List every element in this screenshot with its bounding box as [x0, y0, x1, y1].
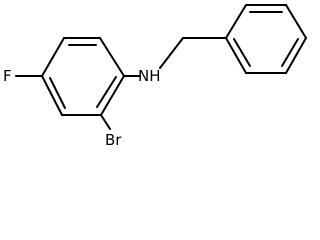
bromine-label: Br	[105, 131, 122, 149]
phenyl-ring	[225, 4, 307, 74]
ring2-bond	[285, 37, 307, 74]
fluorine-label: F	[3, 67, 12, 85]
ring2-bond	[225, 4, 247, 39]
ring1-double-bond	[96, 76, 117, 108]
ring1-bond	[41, 37, 65, 77]
n-ch2-bond	[159, 37, 184, 69]
molecule-structure: F Br NH	[3, 4, 307, 149]
ring1-bond	[41, 75, 63, 116]
ring2-double-bond	[281, 38, 299, 67]
c-br-bond	[100, 114, 111, 130]
fluorophenyl-ring	[41, 37, 125, 116]
ring1-bond	[99, 37, 125, 77]
amine-label: NH	[138, 67, 161, 85]
ring1-double-bond	[49, 77, 66, 109]
ring2-bond	[285, 4, 307, 39]
ring1-bond	[100, 75, 125, 116]
ring2-bond	[225, 37, 247, 74]
ring2-double-bond	[233, 38, 251, 67]
